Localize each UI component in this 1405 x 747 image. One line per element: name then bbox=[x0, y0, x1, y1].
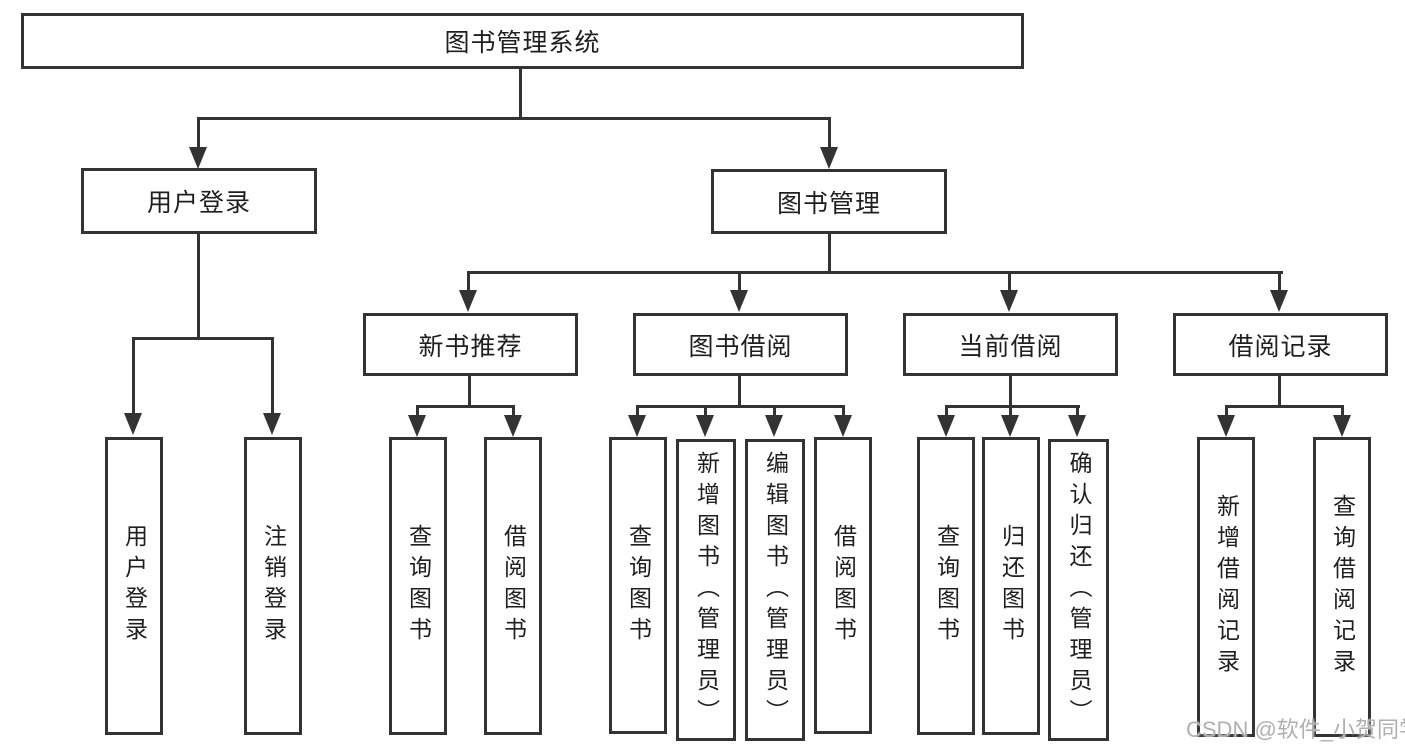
arrow-down-icon bbox=[189, 147, 207, 169]
leaf-edit-book-admin: 编辑图书（管理员） bbox=[745, 439, 805, 741]
connector-line bbox=[636, 405, 639, 418]
node-label: 当前借阅 bbox=[958, 332, 1063, 361]
connector-line bbox=[1278, 376, 1281, 408]
watermark: CSDN @软件_小贺同学 bbox=[1186, 717, 1405, 742]
connector-line bbox=[1009, 376, 1012, 408]
node-label: 新增图书（管理员） bbox=[693, 450, 720, 730]
node-label: 查询图书 bbox=[933, 524, 960, 648]
leaf-user-login: 用户登录 bbox=[105, 437, 163, 735]
arrow-down-icon bbox=[1333, 415, 1351, 437]
connector-line bbox=[704, 405, 707, 418]
node-label: 新增借阅记录 bbox=[1213, 494, 1240, 680]
node-label: 用户登录 bbox=[146, 189, 251, 217]
arrow-down-icon bbox=[820, 147, 838, 169]
node-book-management: 图书管理 bbox=[711, 169, 947, 234]
node-label: 图书管理系统 bbox=[444, 29, 601, 57]
connector-line bbox=[467, 271, 470, 291]
leaf-query-book-current: 查询图书 bbox=[917, 437, 975, 735]
arrow-down-icon bbox=[937, 415, 955, 437]
arrow-down-icon bbox=[459, 290, 477, 312]
connector-line bbox=[773, 405, 776, 418]
connector-line bbox=[416, 405, 419, 418]
connector-line bbox=[1278, 271, 1281, 291]
node-label: 借阅记录 bbox=[1228, 332, 1333, 361]
node-label: 借阅图书 bbox=[500, 524, 527, 648]
arrow-down-icon bbox=[765, 415, 783, 437]
connector-line bbox=[1341, 405, 1344, 418]
arrow-down-icon bbox=[696, 415, 714, 437]
connector-line bbox=[738, 376, 741, 408]
node-label: 编辑图书（管理员） bbox=[762, 450, 789, 730]
leaf-borrow-book-recommend: 借阅图书 bbox=[484, 437, 542, 735]
node-label: 查询借阅记录 bbox=[1329, 494, 1356, 680]
connector-line bbox=[197, 234, 200, 337]
connector-line bbox=[1009, 405, 1012, 418]
connector-line bbox=[1076, 405, 1079, 418]
arrow-down-icon bbox=[504, 415, 522, 437]
leaf-query-book-recommend: 查询图书 bbox=[389, 437, 447, 735]
node-user-login: 用户登录 bbox=[81, 168, 317, 234]
node-book-borrowing: 图书借阅 bbox=[633, 313, 848, 376]
connector-line bbox=[945, 405, 948, 418]
arrow-down-icon bbox=[1217, 415, 1235, 437]
node-label: 图书借阅 bbox=[688, 332, 793, 361]
arrow-down-icon bbox=[1068, 415, 1086, 437]
node-label: 新书推荐 bbox=[418, 332, 523, 361]
connector-line bbox=[1225, 405, 1344, 408]
arrow-down-icon bbox=[834, 415, 852, 437]
arrow-down-icon bbox=[730, 290, 748, 312]
connector-line bbox=[468, 376, 471, 408]
arrow-down-icon bbox=[1000, 290, 1018, 312]
connector-line bbox=[1008, 271, 1011, 291]
node-label: 归还图书 bbox=[998, 524, 1025, 648]
node-new-book-recommend: 新书推荐 bbox=[363, 313, 578, 376]
arrow-down-icon bbox=[628, 415, 646, 437]
node-label: 确认归还（管理员） bbox=[1066, 450, 1092, 730]
connector-line bbox=[828, 234, 831, 274]
leaf-add-book-admin: 新增图书（管理员） bbox=[676, 439, 736, 741]
node-label: 借阅图书 bbox=[830, 523, 857, 648]
connector-line bbox=[1225, 405, 1228, 418]
node-label: 查询图书 bbox=[405, 524, 432, 648]
leaf-return-book: 归还图书 bbox=[982, 437, 1040, 735]
leaf-query-book-borrowing: 查询图书 bbox=[609, 437, 667, 734]
connector-line bbox=[842, 405, 845, 418]
connector-line bbox=[636, 405, 845, 408]
arrow-down-icon bbox=[1001, 415, 1019, 437]
leaf-logout: 注销登录 bbox=[244, 437, 302, 735]
arrow-down-icon bbox=[263, 413, 281, 435]
connector-line bbox=[132, 337, 274, 340]
connector-line bbox=[512, 405, 515, 418]
connector-line bbox=[945, 405, 1080, 408]
node-current-borrowing: 当前借阅 bbox=[903, 313, 1118, 376]
node-label: 注销登录 bbox=[260, 524, 287, 648]
leaf-confirm-return-admin: 确认归还（管理员） bbox=[1048, 439, 1109, 741]
connector-line bbox=[828, 117, 831, 150]
node-root: 图书管理系统 bbox=[21, 13, 1024, 69]
connector-line bbox=[416, 405, 515, 408]
leaf-borrow-book-borrowing: 借阅图书 bbox=[814, 437, 872, 734]
arrow-down-icon bbox=[1270, 290, 1288, 312]
connector-line bbox=[197, 117, 200, 150]
connector-line bbox=[271, 337, 274, 415]
arrow-down-icon bbox=[408, 415, 426, 437]
node-label: 用户登录 bbox=[121, 524, 148, 648]
connector-line bbox=[132, 337, 135, 415]
node-label: 图书管理 bbox=[776, 189, 881, 218]
leaf-query-borrow-record: 查询借阅记录 bbox=[1313, 437, 1371, 737]
connector-line bbox=[738, 271, 741, 291]
node-borrowing-records: 借阅记录 bbox=[1173, 313, 1388, 376]
node-label: 查询图书 bbox=[625, 523, 652, 648]
connector-line bbox=[197, 117, 831, 120]
leaf-add-borrow-record: 新增借阅记录 bbox=[1197, 437, 1255, 737]
connector-line bbox=[467, 271, 1283, 274]
connector-line bbox=[519, 67, 522, 119]
arrow-down-icon bbox=[124, 413, 142, 435]
